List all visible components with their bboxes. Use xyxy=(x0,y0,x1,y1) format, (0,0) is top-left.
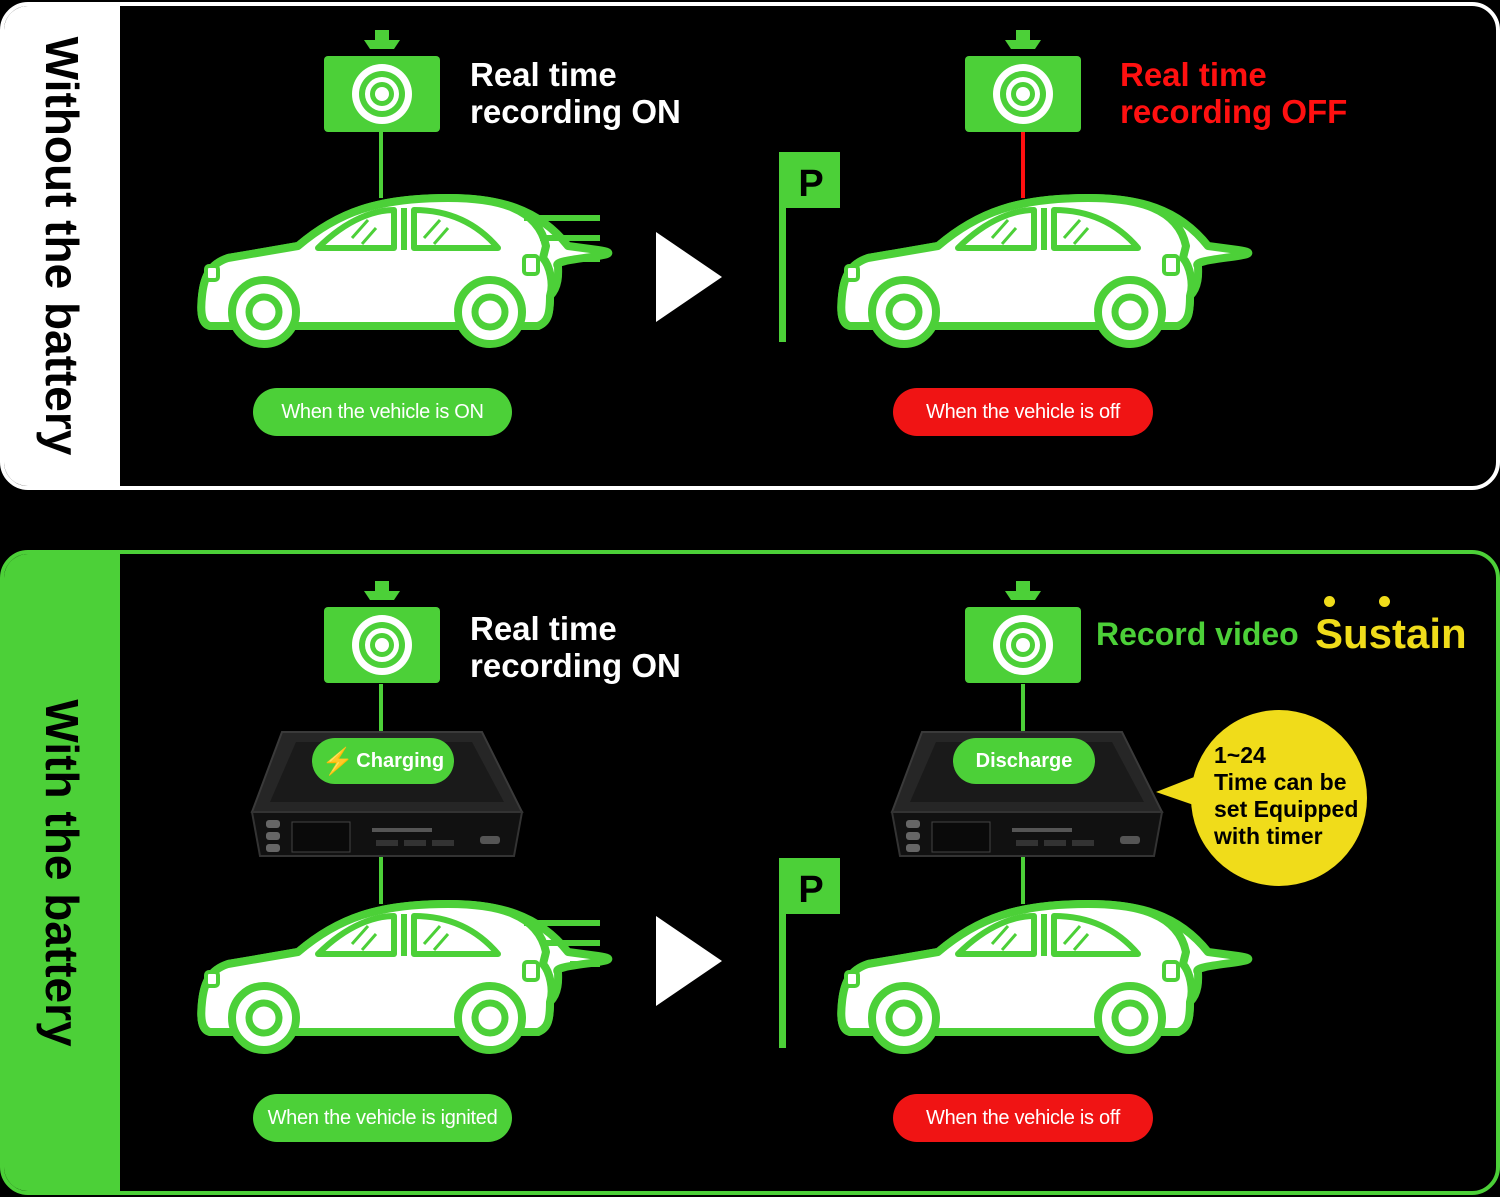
top-left-heading: Real time recording ON xyxy=(470,56,681,130)
timer-bubble-text: 1~24 Time can be set Equipped with timer xyxy=(1214,742,1358,850)
record-video-text: Record video xyxy=(1096,616,1299,652)
parking-letter: P xyxy=(798,163,823,205)
heading-line: Real time xyxy=(1120,56,1267,93)
charging-badge: ⚡ Charging xyxy=(312,738,454,784)
bottom-left-heading: Real time recording ON xyxy=(470,610,681,684)
heading-line: recording OFF xyxy=(1120,93,1348,130)
speech-bubble-icon xyxy=(1156,710,1367,886)
discharge-badge: Discharge xyxy=(953,738,1095,784)
status-pill-vehicle-on: When the vehicle is ON xyxy=(253,388,512,436)
top-right-heading: Real time recording OFF xyxy=(1120,56,1347,130)
emphasis-dot xyxy=(1324,596,1335,607)
bubble-line: set Equipped xyxy=(1214,796,1359,822)
dashcam-icon xyxy=(324,581,440,683)
heading-line: recording ON xyxy=(470,93,681,130)
side-label-without-battery: Without the battery xyxy=(4,6,120,486)
discharge-label: Discharge xyxy=(975,749,1073,772)
status-pill-vehicle-off: When the vehicle is off xyxy=(893,388,1153,436)
play-arrow-icon xyxy=(656,916,722,1006)
bubble-line: Time can be xyxy=(1214,769,1347,795)
car-icon xyxy=(841,904,1248,1050)
charging-label: Charging xyxy=(356,749,445,772)
dashcam-icon xyxy=(965,30,1081,132)
heading-line: Real time xyxy=(470,610,617,647)
dashcam-icon xyxy=(324,30,440,132)
bubble-line: 1~24 xyxy=(1214,742,1266,768)
bubble-line: with timer xyxy=(1214,823,1323,849)
side-label-with-battery: With the battery xyxy=(4,554,120,1191)
heading-line: Real time xyxy=(470,56,617,93)
dashcam-icon xyxy=(965,581,1081,683)
emphasis-dot xyxy=(1379,596,1390,607)
play-arrow-icon xyxy=(656,232,722,322)
parking-letter: P xyxy=(798,869,823,911)
car-icon xyxy=(841,198,1248,344)
sustain-text: Sustain xyxy=(1315,610,1467,657)
status-pill-vehicle-ignited: When the vehicle is ignited xyxy=(253,1094,512,1142)
status-pill-vehicle-off: When the vehicle is off xyxy=(893,1094,1153,1142)
heading-line: recording ON xyxy=(470,647,681,684)
lightning-bolt-icon: ⚡ xyxy=(321,745,355,776)
panel-without-battery: Without the battery xyxy=(0,2,1500,490)
